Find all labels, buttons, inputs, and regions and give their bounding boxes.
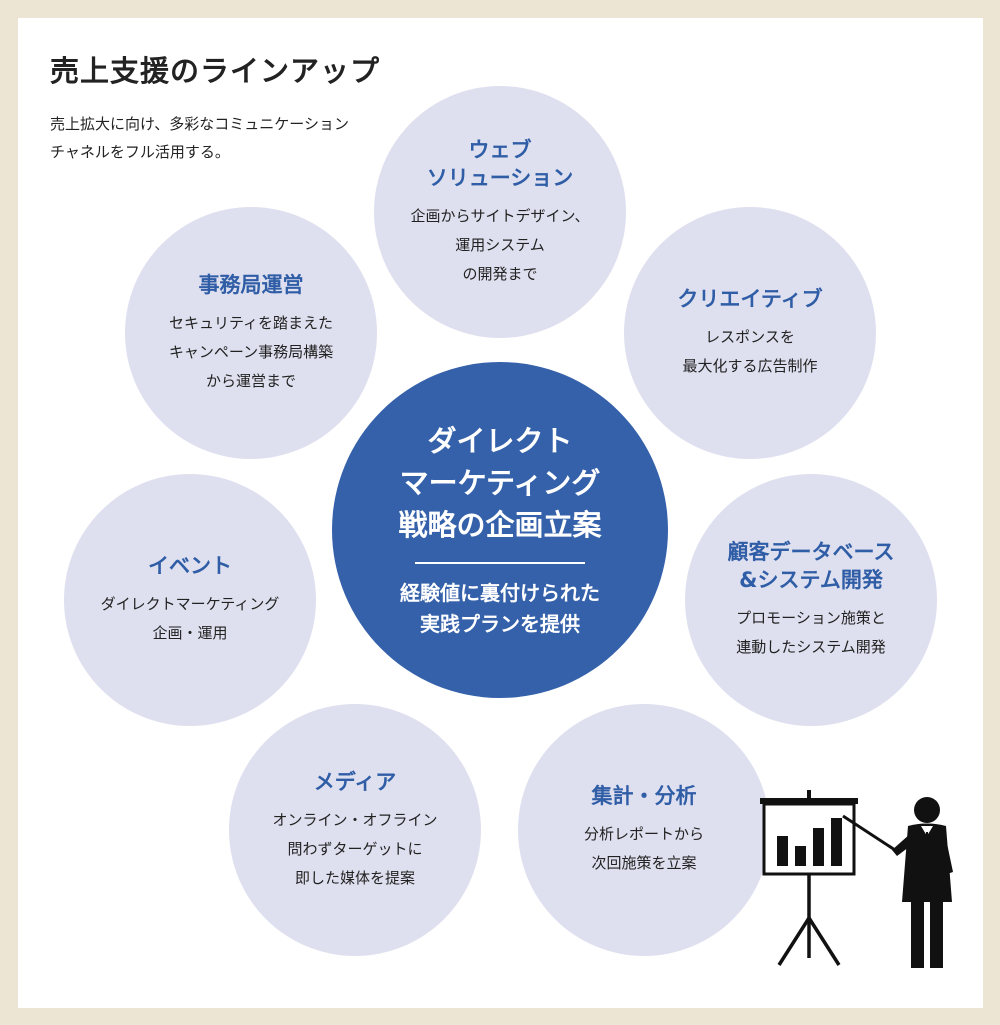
service-description: 企画からサイトデザイン、 運用システム の開発まで [410,202,589,289]
service-title: ウェブ ソリューション [427,136,574,192]
service-web-solution: ウェブ ソリューション 企画からサイトデザイン、 運用システム の開発まで [374,86,626,338]
desc-line: プロモーション施策と [736,609,886,627]
title-line: 戦略の企画立案 [398,508,602,542]
title-line: 事務局運営 [198,272,304,297]
page-title: 売上支援のラインアップ [50,54,381,88]
desc-line: 問わずターゲットに [287,839,423,858]
desc-line: 実践プランを提供 [420,612,580,636]
service-secretariat: 事務局運営 セキュリティを踏まえた キャンペーン事務局構築 から運営まで [125,207,377,459]
desc-line: ダイレクトマーケティング [100,595,280,613]
page-subtitle: 売上拡大に向け、多彩なコミュニケーション チャネルをフル活用する。 [50,110,349,166]
subtitle-line: チャネルをフル活用する。 [50,143,230,161]
service-title: イベント [148,552,232,580]
title-line: メディア [313,769,397,794]
service-description: プロモーション施策と 連動したシステム開発 [736,604,886,662]
desc-line: セキュリティを踏まえた [168,313,334,332]
service-title: メディア [314,768,397,796]
subtitle-line: 売上拡大に向け、多彩なコミュニケーション [50,115,349,133]
desc-line: 運用システム [455,235,545,254]
title-line: クリエイティブ [677,287,823,311]
desc-line: から運営まで [205,371,296,390]
title-line: 集計・分析 [591,784,697,808]
center-title: ダイレクト マーケティング 戦略の企画立案 [398,420,601,546]
title-line: ダイレクト [427,424,573,458]
service-description: ダイレクトマーケティング 企画・運用 [101,590,280,648]
service-description: レスポンスを 最大化する広告制作 [682,323,817,381]
service-description: オンライン・オフライン 問わずターゲットに 即した媒体を提案 [272,806,437,893]
service-customer-database: 顧客データベース &システム開発 プロモーション施策と 連動したシステム開発 [685,474,937,726]
title-line: マーケティング [399,466,601,500]
center-description: 経験値に裏付けられた 実践プランを提供 [400,578,600,640]
service-title: 事務局運営 [199,271,304,299]
desc-line: オンライン・オフライン [272,810,438,829]
center-divider [415,562,585,564]
service-description: 分析レポートから 次回施策を立案 [584,820,704,878]
service-creative: クリエイティブ レスポンスを 最大化する広告制作 [624,207,876,459]
desc-line: 分析レポートから [583,825,704,843]
title-line: 顧客データベース [727,540,895,564]
desc-line: 即した媒体を提案 [294,868,415,887]
service-media: メディア オンライン・オフライン 問わずターゲットに 即した媒体を提案 [229,704,481,956]
desc-line: 連動したシステム開発 [736,638,886,656]
desc-line: 最大化する広告制作 [682,357,818,375]
service-title: 集計・分析 [592,782,697,810]
service-title: 顧客データベース &システム開発 [728,538,895,594]
desc-line: レスポンスを [705,328,795,346]
title-line: ソリューション [426,165,574,190]
desc-line: 次回施策を立案 [591,854,697,872]
title-line: ウェブ [468,137,532,162]
title-line: イベント [148,554,232,578]
desc-line: 経験値に裏付けられた [400,581,600,605]
desc-line: 企画からサイトデザイン、 [410,206,590,225]
desc-line: 企画・運用 [152,624,228,642]
center-strategy-circle: ダイレクト マーケティング 戦略の企画立案 経験値に裏付けられた 実践プランを提… [332,362,668,698]
service-event: イベント ダイレクトマーケティング 企画・運用 [64,474,316,726]
presenter-chart-icon [760,790,953,968]
service-title: クリエイティブ [677,285,822,313]
desc-line: キャンペーン事務局構築 [168,342,334,361]
title-line: &システム開発 [739,568,883,592]
service-description: セキュリティを踏まえた キャンペーン事務局構築 から運営まで [169,309,333,396]
desc-line: の開発まで [462,264,538,283]
service-analysis: 集計・分析 分析レポートから 次回施策を立案 [518,704,770,956]
